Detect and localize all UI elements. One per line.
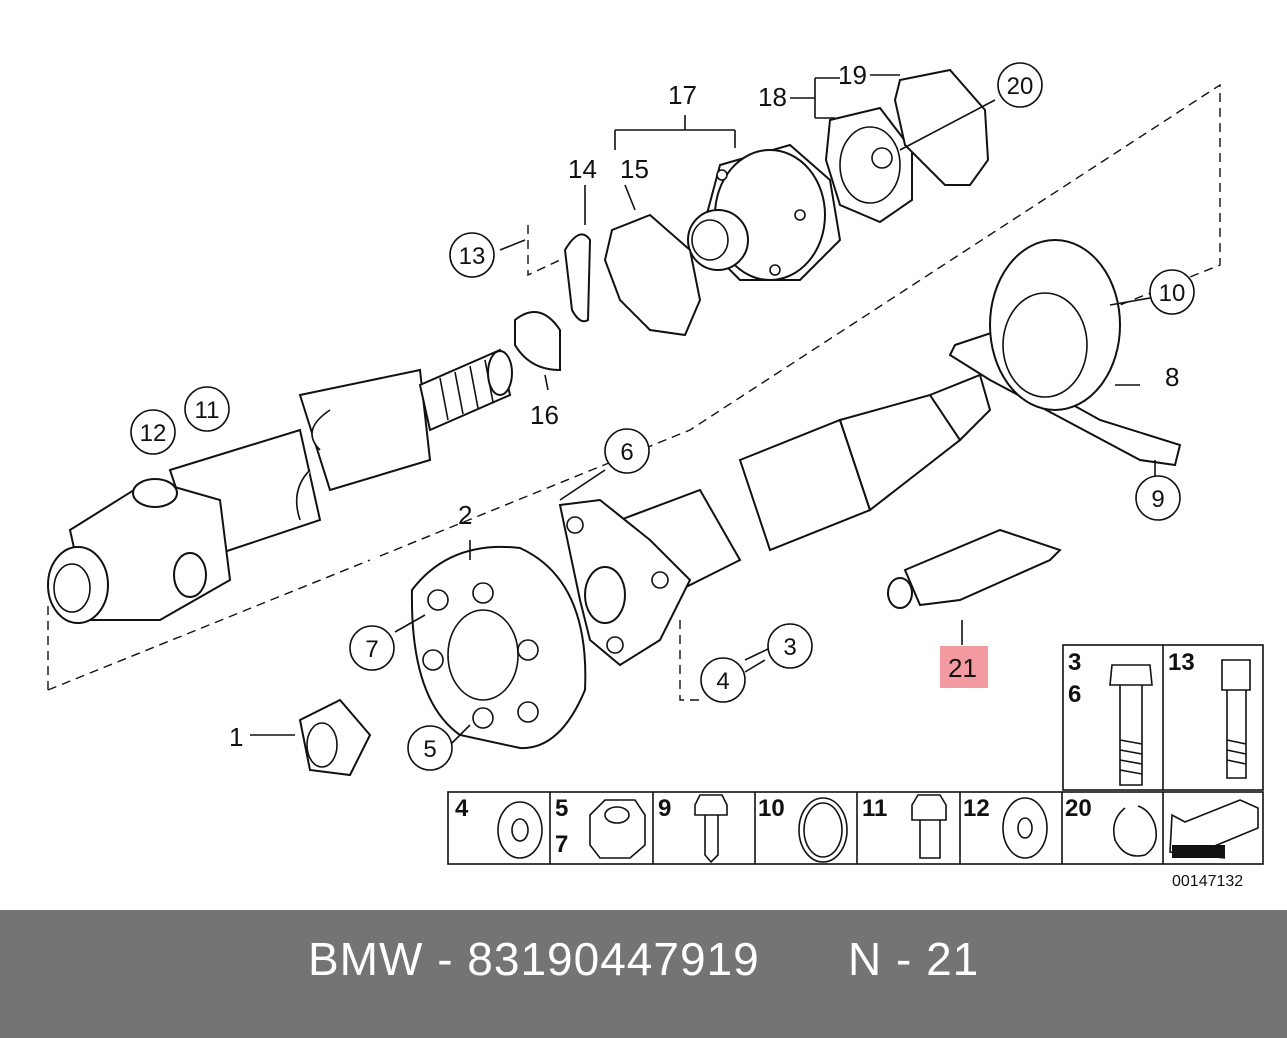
callout-4: 4	[700, 657, 746, 703]
callout-10: 10	[1149, 269, 1195, 315]
svg-text:21: 21	[948, 653, 977, 683]
callout-18: 18	[758, 82, 787, 112]
callout-2: 2	[458, 500, 472, 530]
guide-line-13	[527, 225, 561, 277]
footer-bar: BMW - 83190447919 N - 21	[0, 910, 1287, 1038]
leader-lines	[250, 74, 1156, 746]
guide-line-4	[679, 620, 700, 701]
cv-joint	[687, 143, 842, 281]
gasket-15	[603, 213, 702, 337]
svg-text:4: 4	[716, 668, 729, 695]
callout-16: 16	[530, 400, 559, 430]
svg-text:3: 3	[1068, 649, 1081, 676]
svg-text:6: 6	[620, 439, 633, 466]
callout-21-highlight: 21	[940, 646, 988, 688]
svg-text:11: 11	[195, 397, 220, 424]
fastener-table: 3 6 13 4 5 7 9 10 11 12 20	[447, 644, 1264, 890]
footer-position-number: N - 21	[848, 933, 980, 985]
rear-propeller-shaft	[47, 348, 513, 624]
svg-text:20: 20	[1007, 73, 1034, 100]
front-propeller-shaft	[618, 373, 992, 602]
svg-text:9: 9	[1151, 486, 1164, 513]
svg-text:13: 13	[459, 243, 486, 270]
callout-5: 5	[407, 725, 453, 771]
callout-15: 15	[620, 154, 649, 184]
svg-text:10: 10	[1159, 280, 1186, 307]
callout-20: 20	[997, 62, 1043, 108]
callout-1: 1	[229, 722, 243, 752]
cv-cover-plate	[824, 106, 913, 224]
callout-17: 17	[668, 80, 697, 110]
flange-3	[558, 498, 692, 667]
svg-text:13: 13	[1168, 649, 1195, 676]
circlip-14	[563, 233, 592, 323]
flex-disc	[410, 545, 587, 750]
callout-6: 6	[604, 428, 650, 474]
svg-text:00147132: 00147132	[1172, 873, 1243, 890]
svg-text:12: 12	[963, 795, 990, 822]
callout-11: 11	[184, 386, 230, 432]
svg-text:12: 12	[140, 420, 167, 447]
callout-12: 12	[130, 409, 176, 455]
svg-text:6: 6	[1068, 681, 1081, 708]
svg-text:10: 10	[758, 795, 785, 822]
svg-text:11: 11	[862, 795, 887, 822]
callout-9: 9	[1135, 475, 1181, 521]
callout-3: 3	[767, 623, 813, 669]
center-bearing	[948, 239, 1182, 467]
clamp-16	[514, 311, 561, 372]
parts-diagram: 20 19 18 17 14 15 13 16 11 12 10 8 9 6 2…	[47, 60, 1264, 890]
svg-text:7: 7	[555, 831, 568, 858]
callout-13: 13	[449, 232, 495, 278]
svg-text:7: 7	[365, 636, 378, 663]
guide-line-upper	[47, 83, 1221, 691]
callout-8: 8	[1165, 362, 1179, 392]
svg-text:5: 5	[555, 795, 568, 822]
callout-19: 19	[838, 60, 867, 90]
svg-text:20: 20	[1065, 795, 1092, 822]
svg-text:3: 3	[783, 634, 796, 661]
callout-7: 7	[349, 625, 395, 671]
footer-part-number: BMW - 83190447919	[308, 933, 760, 985]
svg-text:5: 5	[423, 736, 436, 763]
svg-text:9: 9	[658, 795, 671, 822]
grease-tube	[887, 528, 1062, 609]
svg-text:4: 4	[455, 795, 469, 822]
callout-14: 14	[568, 154, 597, 184]
centering-bushing	[298, 698, 372, 777]
